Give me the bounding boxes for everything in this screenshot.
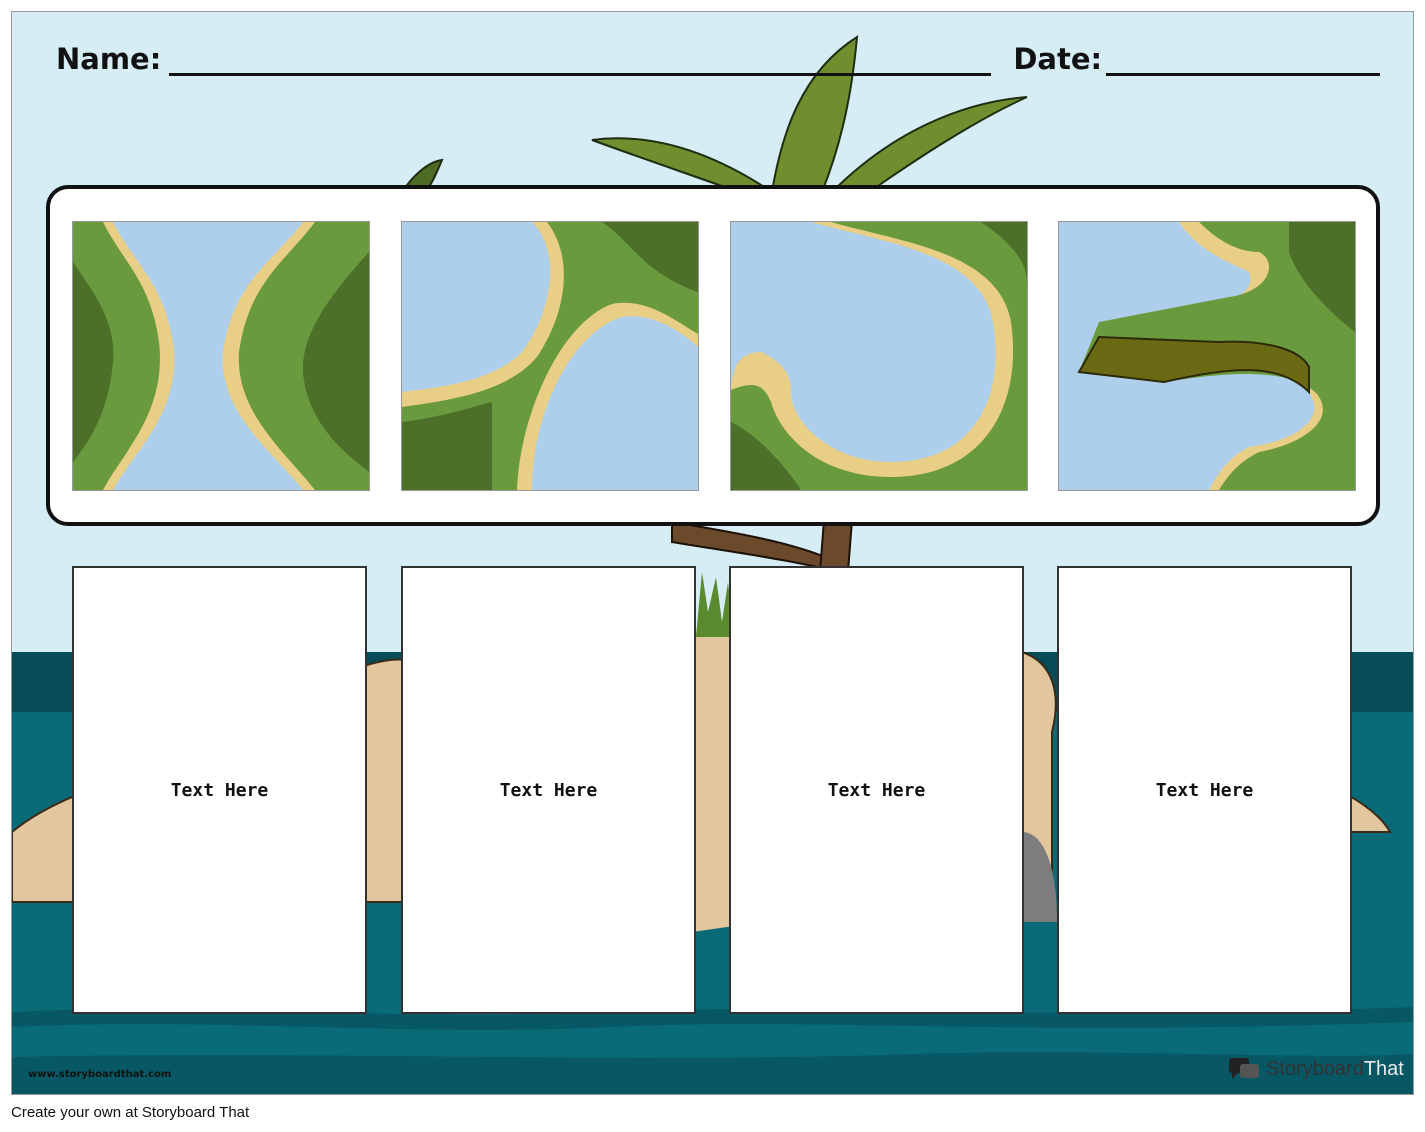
date-label: Date: bbox=[1013, 42, 1103, 76]
text-card-2-label: Text Here bbox=[499, 779, 598, 801]
speech-bubbles-icon bbox=[1229, 1058, 1259, 1079]
brand-name: StoryboardThat bbox=[1266, 1057, 1404, 1080]
landform-tile-3 bbox=[730, 221, 1028, 491]
strait-map-image bbox=[73, 222, 369, 490]
landform-tile-2 bbox=[401, 221, 699, 491]
name-line[interactable] bbox=[169, 43, 992, 76]
bay-map-image bbox=[731, 222, 1027, 490]
cape-map-image bbox=[1059, 222, 1355, 490]
landform-tile-4 bbox=[1058, 221, 1356, 491]
lake-isthmus-map-image bbox=[402, 222, 698, 490]
name-label: Name: bbox=[56, 42, 162, 76]
text-card-4[interactable]: Text Here bbox=[1057, 566, 1352, 1014]
date-line[interactable] bbox=[1106, 43, 1381, 76]
watermark-url: www.storyboardthat.com bbox=[28, 1069, 172, 1080]
text-card-1[interactable]: Text Here bbox=[72, 566, 367, 1014]
text-card-4-label: Text Here bbox=[1155, 779, 1254, 801]
landform-images-panel bbox=[46, 185, 1380, 526]
storyboardthat-logo: StoryboardThat bbox=[1228, 1057, 1404, 1081]
worksheet-page: Name: Date: bbox=[11, 11, 1414, 1095]
landform-tile-1 bbox=[72, 221, 370, 491]
text-card-3-label: Text Here bbox=[827, 779, 926, 801]
text-card-1-label: Text Here bbox=[170, 779, 269, 801]
text-card-2[interactable]: Text Here bbox=[401, 566, 696, 1014]
name-date-row: Name: Date: bbox=[56, 42, 1381, 76]
text-card-3[interactable]: Text Here bbox=[729, 566, 1024, 1014]
footer-credit[interactable]: Create your own at Storyboard That bbox=[11, 1104, 250, 1121]
